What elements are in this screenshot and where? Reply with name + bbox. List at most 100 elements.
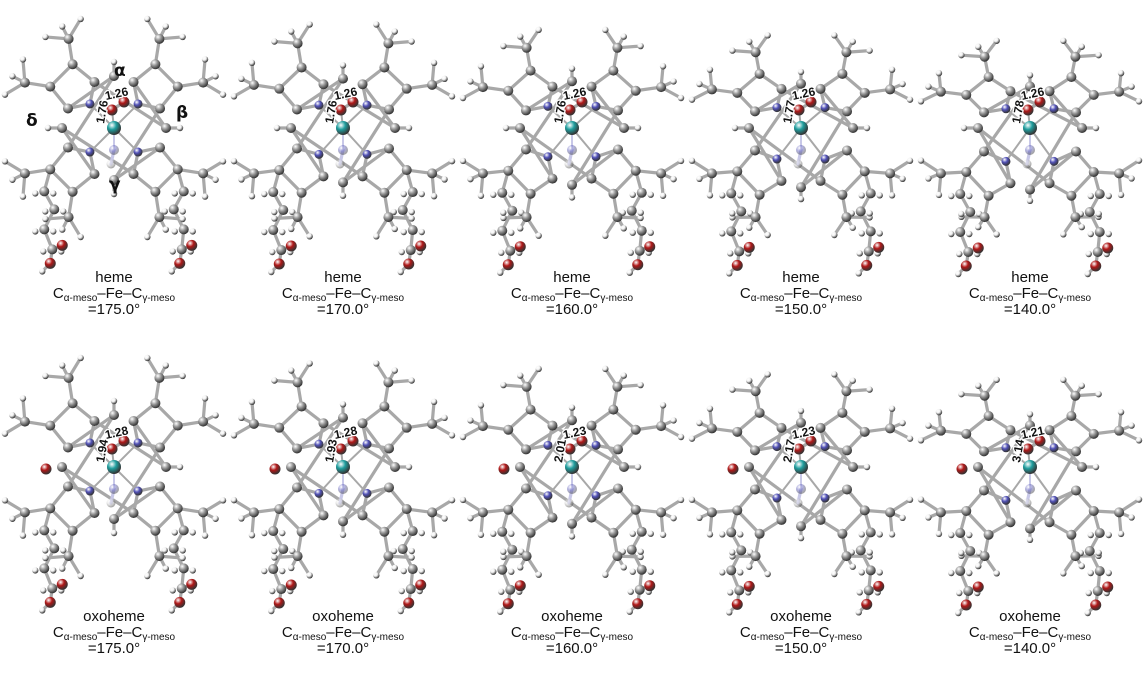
hydrogen-atom: [408, 554, 415, 561]
hydrogen-atom: [400, 190, 407, 198]
hydrogen-atom: [288, 367, 295, 374]
carbon-atom: [706, 423, 717, 434]
carbon-atom: [296, 62, 307, 73]
angle-definition: Cα-meso–Fe–Cγ-meso: [52, 624, 176, 643]
hydrogen-atom: [620, 372, 627, 379]
carbon-atom: [1092, 247, 1103, 258]
fe-o-distance-label: 1.76: [322, 99, 340, 125]
hydrogen-atom: [629, 530, 636, 537]
carbon-atom: [859, 426, 870, 437]
angle-value: =150.0°: [774, 640, 828, 657]
carbon-atom: [841, 386, 852, 397]
hydrogen-atom: [50, 567, 57, 574]
hydrogen-atom: [179, 547, 186, 554]
carbon-atom: [1071, 107, 1082, 118]
carbon-atom: [45, 164, 56, 175]
hydrogen-atom: [517, 33, 524, 40]
hydrogen-atom: [626, 608, 633, 615]
bond: [747, 465, 823, 522]
oxygen-atom: [335, 443, 347, 455]
hydrogen-atom: [858, 192, 865, 199]
hydrogen-atom: [677, 157, 685, 165]
carbon-atom: [961, 428, 972, 439]
hydrogen-atom: [390, 208, 397, 216]
carbon-atom: [848, 462, 858, 472]
hydrogen-atom: [477, 531, 485, 538]
hydrogen-atom: [162, 23, 169, 30]
carbon-atom: [859, 87, 870, 98]
iron-atom: [565, 460, 579, 474]
carbon-atom: [477, 168, 488, 179]
hydrogen-atom: [1117, 191, 1125, 199]
carbon-atom: [62, 142, 73, 153]
oxygen-atom: [514, 580, 526, 592]
bond: [1047, 89, 1084, 130]
bond: [799, 448, 849, 528]
angle-value: =170.0°: [316, 640, 370, 657]
oxygen-atom: [805, 96, 817, 108]
hydrogen-atom: [1084, 609, 1091, 617]
oxygen-atom: [727, 463, 739, 475]
hydrogen-atom: [238, 414, 245, 422]
carbon-atom: [67, 186, 78, 197]
carbon-atom: [978, 446, 989, 457]
hydrogen-atom: [430, 531, 438, 539]
hydrogen-atom: [866, 386, 873, 393]
iron-atom: [336, 460, 350, 474]
hydrogen-atom: [441, 176, 448, 183]
o-o-distance-label: 1.28: [104, 423, 130, 442]
hydrogen-atom: [960, 124, 968, 132]
hydrogen-atom: [171, 529, 178, 536]
hydrogen-atom: [917, 496, 925, 503]
carbon-atom: [776, 83, 787, 94]
hydrogen-atom: [1128, 175, 1135, 182]
hydrogen-atom: [746, 377, 753, 384]
carbon-atom: [567, 415, 577, 426]
carbon-atom: [397, 544, 408, 555]
oxygen-atom: [44, 596, 56, 608]
carbon-atom: [547, 173, 558, 184]
oxygen-atom: [269, 463, 281, 475]
nitrogen-atom: [314, 439, 324, 449]
carbon-atom: [274, 422, 285, 433]
nitrogen-atom: [362, 100, 372, 110]
hydrogen-atom: [1, 158, 9, 165]
carbon-atom: [109, 410, 119, 420]
carbon-atom: [736, 206, 747, 217]
bond: [964, 170, 991, 198]
carbon-atom: [63, 372, 74, 383]
hydrogen-atom: [110, 58, 118, 66]
carbon-atom: [619, 123, 629, 133]
hydrogen-atom: [1084, 270, 1091, 278]
bond: [66, 413, 116, 450]
carbon-atom: [172, 503, 183, 514]
carbon-atom: [619, 462, 629, 472]
hydrogen-atom: [42, 372, 49, 380]
bond: [60, 465, 97, 515]
bond: [518, 126, 555, 181]
nitrogen-atom: [820, 103, 830, 113]
carbon-atom: [291, 104, 302, 115]
histidine-nitrogen-atom: [567, 145, 577, 155]
carbon-atom: [477, 421, 488, 432]
hydrogen-atom: [906, 96, 914, 103]
carbon-atom: [961, 89, 972, 100]
hydrogen-atom: [535, 26, 542, 34]
hydrogen-atom: [637, 381, 644, 389]
carbon-atom: [57, 123, 67, 133]
hydrogen-atom: [201, 532, 209, 539]
hydrogen-atom: [1026, 72, 1034, 79]
hydrogen-atom: [602, 232, 609, 239]
hydrogen-atom: [306, 233, 313, 240]
hydrogen-atom: [620, 564, 627, 571]
hydrogen-atom: [42, 33, 49, 41]
hydrogen-atom: [171, 228, 178, 235]
carbon-atom: [626, 205, 637, 216]
carbon-atom: [1066, 529, 1077, 540]
bond: [153, 62, 180, 89]
carbon-atom: [276, 245, 287, 256]
hydrogen-atom: [230, 496, 238, 504]
o-o-distance-label: 1.26: [562, 84, 588, 103]
atoms: [1, 354, 227, 614]
